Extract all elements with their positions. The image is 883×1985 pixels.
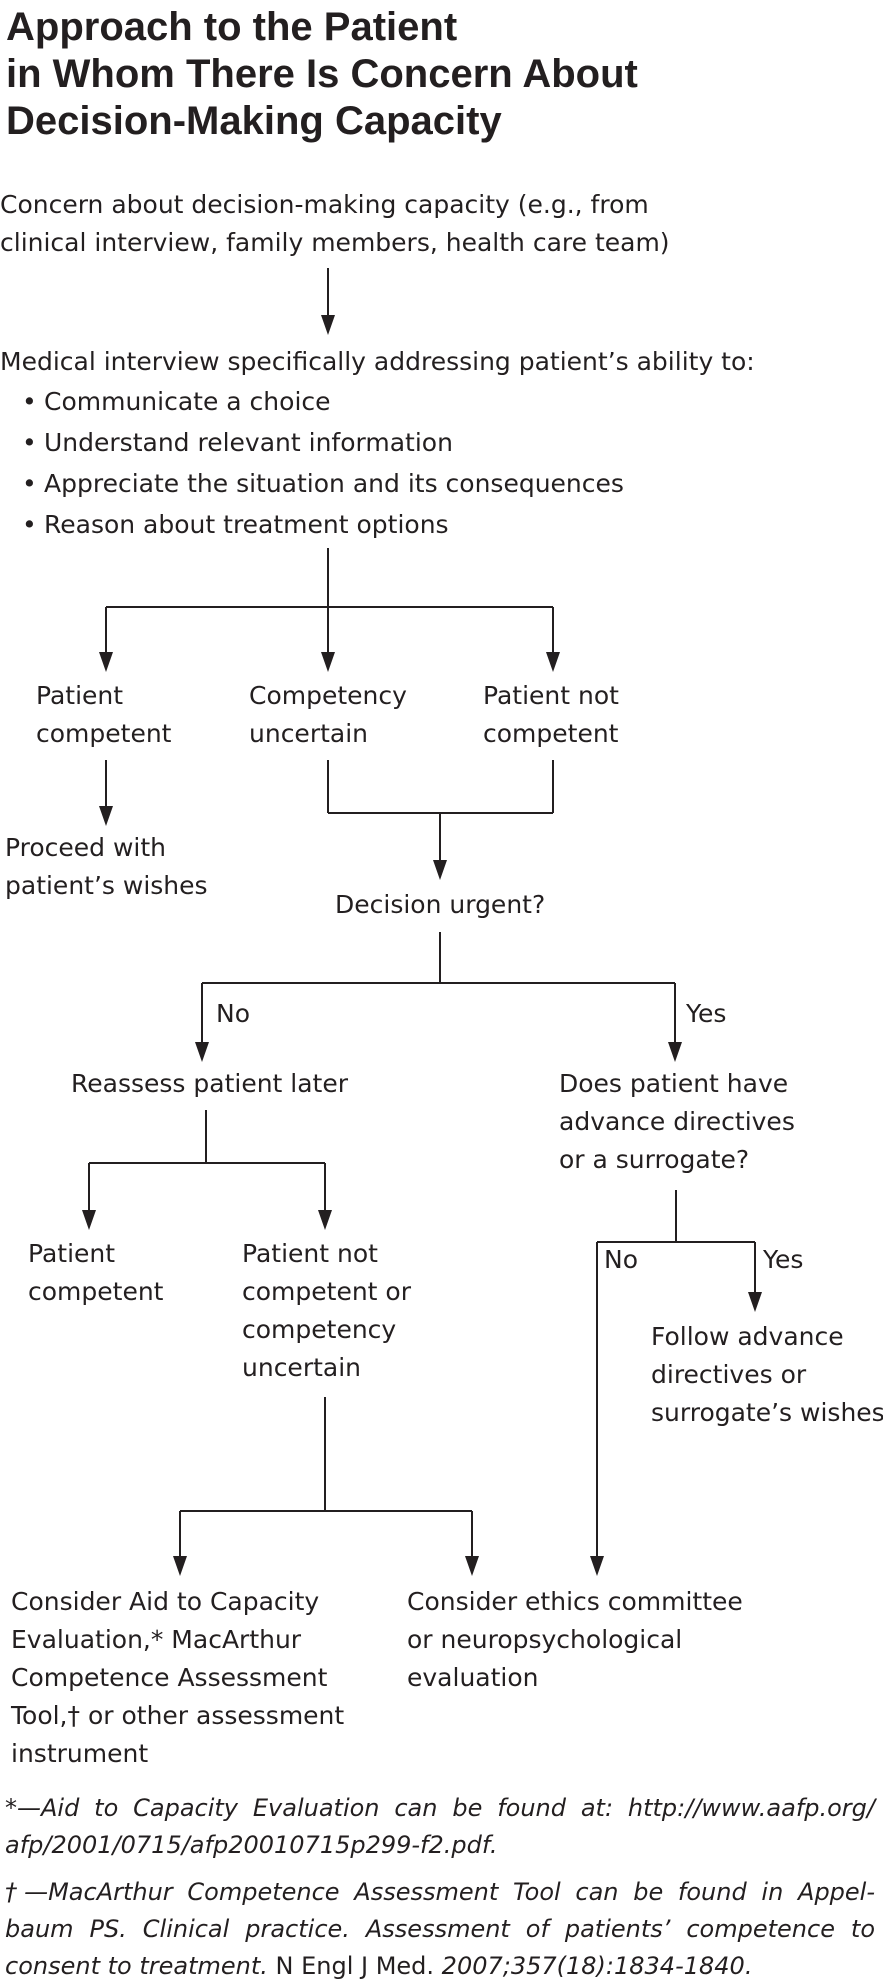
- node-text-line: competent or: [242, 1277, 411, 1306]
- ability-item: Understand relevant information: [22, 422, 755, 463]
- edge-label-directives-no: No: [604, 1245, 638, 1274]
- arrow-directives-yes-head: [748, 1292, 762, 1312]
- arrow-to-patient-competent-head: [99, 652, 113, 672]
- node-text-line: competency: [242, 1315, 397, 1344]
- node-text-line: Competency: [249, 681, 407, 710]
- node-patient-not-competent: Patient not competent: [483, 677, 619, 753]
- figure-title: Approach to the Patient in Whom There Is…: [6, 4, 638, 145]
- node-text-line: competent: [36, 719, 172, 748]
- node-text-line: Medical interview specifically addressin…: [0, 347, 755, 376]
- node-text-line: Tool,† or other assessment: [11, 1701, 345, 1730]
- arrow-to-reassess-not-competent-head: [318, 1210, 332, 1230]
- node-text-line: or a surrogate?: [559, 1145, 750, 1174]
- title-line: Decision-Making Capacity: [6, 99, 502, 143]
- ability-item: Appreciate the situation and its consequ…: [22, 463, 755, 504]
- footnote-line: *—Aid to Capacity Evaluation can be foun…: [5, 1794, 875, 1822]
- edge-label-urgent-no: No: [216, 999, 250, 1028]
- ability-item: Communicate a choice: [22, 381, 755, 422]
- node-text-line: instrument: [11, 1739, 149, 1768]
- node-text-line: Patient not: [483, 681, 619, 710]
- footnote-line: consent to treatment. N Engl J Med. 2007…: [5, 1948, 875, 1985]
- footnote-segment: consent to treatment.: [5, 1952, 276, 1980]
- ability-list: Communicate a choice Understand relevant…: [22, 381, 755, 545]
- node-patient-competent: Patient competent: [36, 677, 171, 753]
- footnote-aid-to-capacity: *—Aid to Capacity Evaluation can be foun…: [5, 1790, 875, 1864]
- title-line: in Whom There Is Concern About: [6, 52, 638, 96]
- node-text-line: competent: [28, 1277, 164, 1306]
- node-text-line: Consider Aid to Capacity: [11, 1587, 320, 1616]
- node-text-line: Competence Assessment: [11, 1663, 328, 1692]
- node-follow-advance-directives: Follow advance directives or surrogate’s…: [651, 1318, 883, 1432]
- node-text-line: Proceed with: [5, 833, 167, 862]
- journal-name: N Engl J Med.: [275, 1952, 435, 1980]
- arrow-concern-to-interview-head: [321, 315, 335, 335]
- node-text-line: Decision urgent?: [335, 890, 546, 919]
- node-consider-ethics-committee: Consider ethics committee or neuropsycho…: [407, 1583, 743, 1697]
- edge-label-urgent-yes: Yes: [686, 999, 727, 1028]
- node-text-line: Follow advance: [651, 1322, 844, 1351]
- node-text-line: Consider ethics committee: [407, 1587, 743, 1616]
- node-text-line: Patient: [36, 681, 124, 710]
- node-text-line: uncertain: [249, 719, 369, 748]
- node-reassess-not-competent: Patient not competent or competency unce…: [242, 1235, 411, 1387]
- node-text-line: clinical interview, family members, heal…: [0, 228, 670, 257]
- node-text-line: Concern about decision-making capacity (…: [0, 190, 649, 219]
- node-text-line: advance directives: [559, 1107, 795, 1136]
- arrow-directives-no-head: [590, 1556, 604, 1576]
- footnote-macarthur-tool: †—MacArthur Competence Assessment Tool c…: [5, 1874, 875, 1985]
- arrow-urgent-no-head: [195, 1042, 209, 1062]
- node-reassess-later: Reassess patient later: [71, 1065, 348, 1103]
- arrow-to-reassess-competent-head: [82, 1210, 96, 1230]
- arrow-to-competency-uncertain-head: [321, 652, 335, 672]
- node-text-line: or neuropsychological: [407, 1625, 683, 1654]
- node-competency-uncertain: Competency uncertain: [249, 677, 407, 753]
- node-decision-urgent: Decision urgent?: [335, 886, 545, 924]
- footnote-line: afp/2001/0715/afp20010715p299-f2.pdf.: [5, 1831, 498, 1859]
- node-text-line: Patient not: [242, 1239, 378, 1268]
- edge-label-directives-yes: Yes: [763, 1245, 804, 1274]
- footnote-line: baum PS. Clinical practice. Assessment o…: [5, 1915, 875, 1943]
- node-text-line: patient’s wishes: [5, 871, 208, 900]
- node-text-line: evaluation: [407, 1663, 539, 1692]
- node-text-line: Reassess patient later: [71, 1069, 349, 1098]
- arrow-to-consider-aid-head: [173, 1556, 187, 1576]
- node-advance-directives-question: Does patient have advance directives or …: [559, 1065, 795, 1179]
- arrow-to-consider-ethics-head: [465, 1556, 479, 1576]
- node-text-line: directives or: [651, 1360, 807, 1389]
- node-text-line: competent: [483, 719, 619, 748]
- ability-item: Reason about treatment options: [22, 504, 755, 545]
- node-concern: Concern about decision-making capacity (…: [0, 186, 670, 262]
- node-medical-interview: Medical interview specifically addressin…: [0, 343, 755, 545]
- node-consider-aid-to-capacity: Consider Aid to Capacity Evaluation,* Ma…: [11, 1583, 344, 1773]
- arrow-urgent-yes-head: [668, 1042, 682, 1062]
- node-text-line: surrogate’s wishes: [651, 1398, 883, 1427]
- node-text-line: Evaluation,* MacArthur: [11, 1625, 302, 1654]
- arrow-to-patient-not-competent-head: [546, 652, 560, 672]
- node-reassess-patient-competent: Patient competent: [28, 1235, 163, 1311]
- footnote-segment: 2007;357(18):1834-1840.: [434, 1952, 753, 1980]
- node-text-line: uncertain: [242, 1353, 362, 1382]
- title-line: Approach to the Patient: [6, 5, 458, 49]
- node-proceed-with-wishes: Proceed with patient’s wishes: [5, 829, 208, 905]
- arrow-to-decision-urgent-head: [433, 860, 447, 880]
- arrow-to-proceed-head: [99, 806, 113, 826]
- footnote-line: †—MacArthur Competence Assessment Tool c…: [5, 1878, 875, 1906]
- node-text-line: Patient: [28, 1239, 116, 1268]
- node-text-line: Does patient have: [559, 1069, 789, 1098]
